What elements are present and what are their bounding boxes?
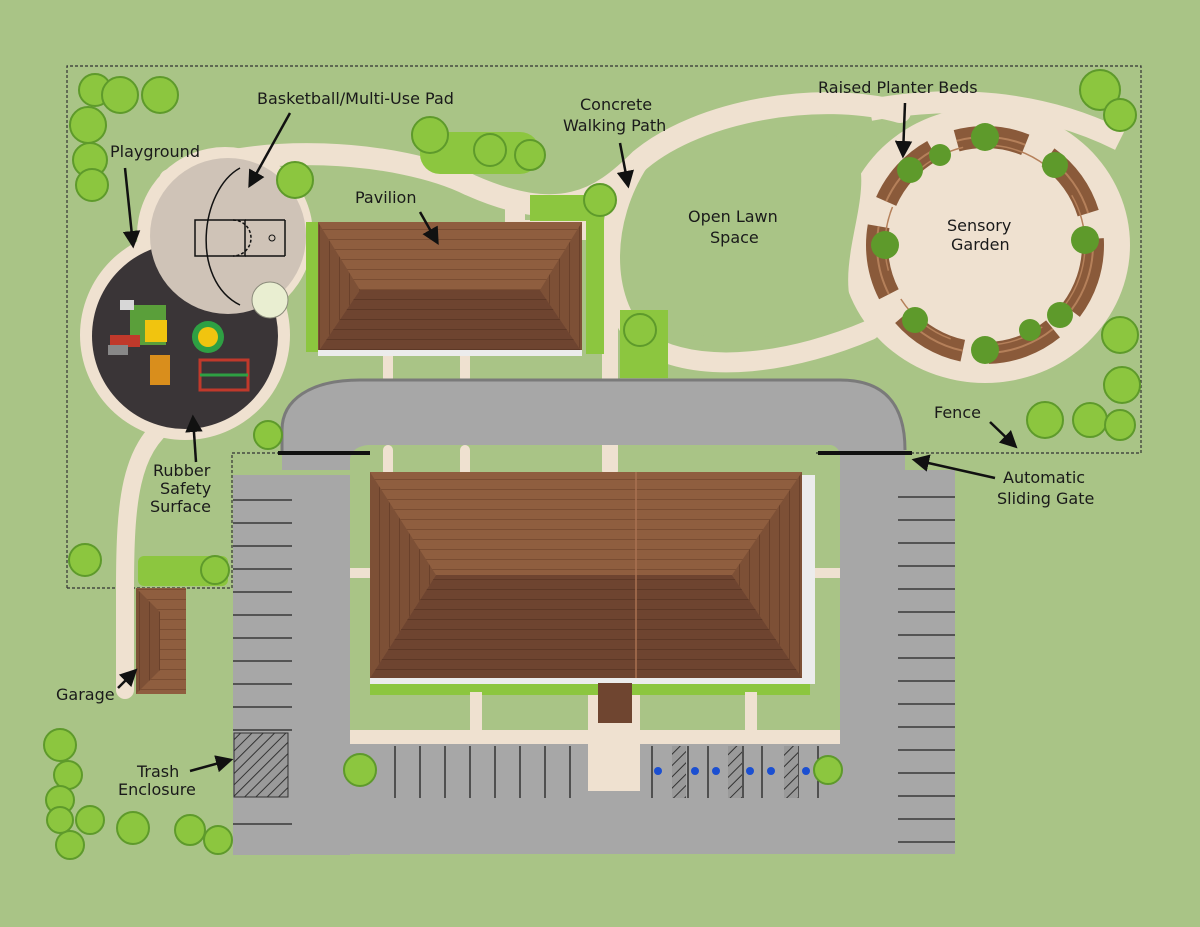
label-pavilion: Pavilion [355,188,416,207]
open-lawn [624,125,862,339]
label-trash-1: Trash [136,762,179,781]
play-structure-icon [108,300,170,385]
property-fence [66,65,1142,588]
label-rubber-3: Surface [150,497,211,516]
umbrella-icon [251,281,289,319]
building-walkways [350,568,840,791]
garage-roof [136,588,186,694]
label-basketball: Basketball/Multi-Use Pad [257,89,454,108]
label-rubber-2: Safety [160,479,211,498]
label-sensory-1: Sensory [947,216,1011,235]
main-building-roof [370,472,815,723]
pavilion-roof [318,222,582,356]
trash-enclosure [233,732,289,798]
label-raised-beds: Raised Planter Beds [818,78,978,97]
wheelchair-icon [654,767,810,775]
label-gate-2: Sliding Gate [997,489,1094,508]
accessible-aisles [672,746,798,798]
label-gate-1: Automatic [1003,468,1085,487]
label-playground: Playground [110,142,200,161]
label-garage: Garage [56,685,115,704]
label-sensory-2: Garden [951,235,1010,254]
label-walking-path-2: Walking Path [563,116,666,135]
swing-set-icon [198,358,250,392]
tree-icon [43,69,1141,860]
raised-planter-beds [866,123,1104,364]
labels: Playground Basketball/Multi-Use Pad Conc… [56,78,1094,799]
label-walking-path-1: Concrete [580,95,652,114]
playground-area [80,147,313,440]
label-trash-2: Enclosure [118,780,196,799]
label-open-lawn-2: Space [710,228,759,247]
label-open-lawn-1: Open Lawn [688,207,778,226]
basketball-court [150,158,306,314]
sensory-garden-path [867,91,1125,150]
driveway [233,380,955,855]
leader-arrows [117,102,1018,773]
label-rubber-1: Rubber [153,461,211,480]
label-fence: Fence [934,403,981,422]
